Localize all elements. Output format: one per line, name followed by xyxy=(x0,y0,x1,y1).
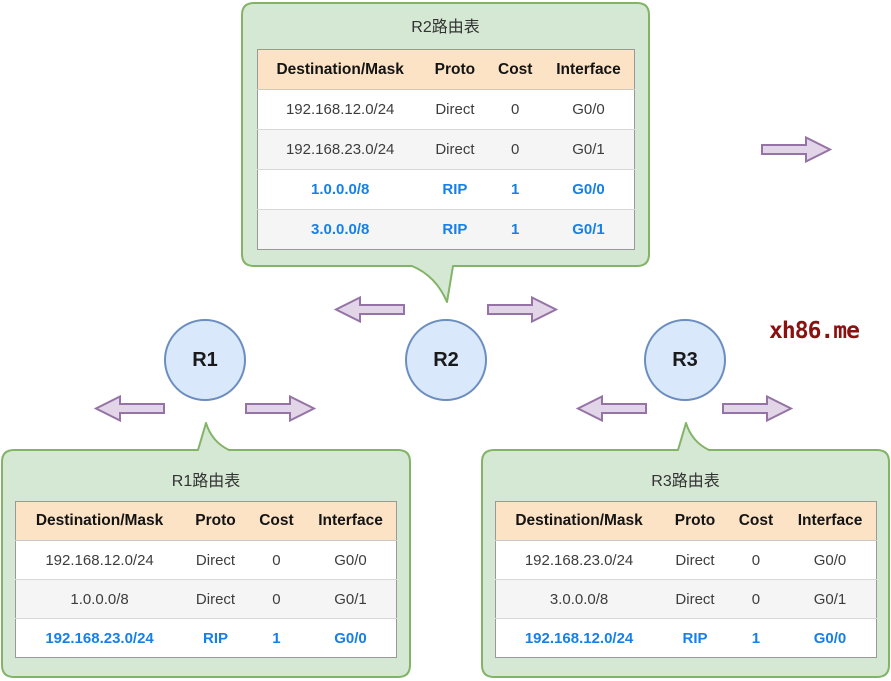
arrow-right-of-r3 xyxy=(722,395,793,422)
table-row: 192.168.23.0/24 Direct 0 G0/0 xyxy=(495,541,876,580)
table-row: 192.168.12.0/24 Direct 0 G0/0 xyxy=(257,90,634,130)
r1-table-title: R1路由表 xyxy=(171,473,241,490)
table-cell: 0 xyxy=(272,590,281,608)
table-cell: RIP xyxy=(203,629,229,647)
table-cell: 0 xyxy=(751,551,761,569)
right-arrow-shape xyxy=(761,136,832,163)
column-header-interface: Interface xyxy=(543,49,634,90)
table-cell: G0/1 xyxy=(572,221,605,238)
column-header-destination: Destination/Mask xyxy=(15,501,184,541)
table-cell: 0 xyxy=(751,590,761,608)
table-cell: 1 xyxy=(511,221,520,238)
table-row: 3.0.0.0/8 RIP 1 G0/1 xyxy=(257,209,634,250)
table-cell: 3.0.0.0/8 xyxy=(549,590,609,608)
table-cell: 0 xyxy=(272,551,281,569)
column-header-cost: Cost xyxy=(486,49,544,90)
table-cell: G0/0 xyxy=(572,181,605,198)
table-cell: Direct xyxy=(675,551,715,569)
table-cell: G0/0 xyxy=(813,551,847,569)
router-node-r2: R2 xyxy=(405,319,487,401)
table-cell: Direct xyxy=(435,141,475,158)
table-cell: Direct xyxy=(675,590,715,608)
arrow-top-right xyxy=(761,136,832,163)
table-header-row: Destination/Mask Proto Cost Interface xyxy=(15,501,397,541)
table-row: 1.0.0.0/8 Direct 0 G0/1 xyxy=(15,579,397,619)
left-arrow-shape xyxy=(334,296,405,323)
column-header-interface: Interface xyxy=(305,501,397,541)
arrow-right-of-r2 xyxy=(487,296,558,323)
table-cell: 192.168.12.0/24 xyxy=(524,629,634,647)
table-row: 192.168.23.0/24 Direct 0 G0/1 xyxy=(257,129,634,170)
table-cell: 192.168.23.0/24 xyxy=(45,629,154,647)
table-cell: 1 xyxy=(751,629,761,647)
table-cell: RIP xyxy=(682,629,708,647)
r3-callout: R3路由表 Destination/Mask Proto Cost Interf… xyxy=(480,420,891,681)
table-cell: 1.0.0.0/8 xyxy=(310,181,370,198)
r2-routing-table: Destination/Mask Proto Cost Interface 19… xyxy=(256,49,635,250)
arrow-left-of-r3 xyxy=(576,395,647,422)
left-arrow-shape xyxy=(94,395,165,422)
table-cell: 192.168.23.0/24 xyxy=(285,141,395,158)
table-row: 1.0.0.0/8 RIP 1 G0/0 xyxy=(257,169,634,210)
table-header-row: Destination/Mask Proto Cost Interface xyxy=(495,501,876,541)
table-cell: Direct xyxy=(435,101,475,118)
node-label: R3 xyxy=(672,348,698,371)
table-cell: G0/1 xyxy=(334,590,367,608)
r1-callout: R1路由表 Destination/Mask Proto Cost Interf… xyxy=(0,420,414,681)
table-row: 192.168.23.0/24 RIP 1 G0/0 xyxy=(15,618,397,658)
r1-routing-table: Destination/Mask Proto Cost Interface 19… xyxy=(15,501,397,658)
arrow-right-of-r1 xyxy=(245,395,316,422)
table-cell: Direct xyxy=(195,551,236,569)
watermark: xh86.me xyxy=(769,318,860,344)
table-cell: G0/0 xyxy=(334,551,367,569)
table-cell: RIP xyxy=(442,181,468,198)
router-node-r1: R1 xyxy=(164,319,246,401)
node-label: R1 xyxy=(192,348,218,371)
table-cell: 192.168.12.0/24 xyxy=(285,101,395,118)
table-row: 192.168.12.0/24 Direct 0 G0/0 xyxy=(16,541,397,580)
column-header-proto: Proto xyxy=(183,501,248,541)
table-cell: 0 xyxy=(511,101,520,118)
r2-table-title: R2路由表 xyxy=(411,19,480,36)
r3-table-title: R3路由表 xyxy=(651,473,720,490)
r3-routing-table: Destination/Mask Proto Cost Interface 19… xyxy=(494,501,877,658)
table-cell: G0/1 xyxy=(813,590,847,608)
table-cell: RIP xyxy=(442,221,468,238)
column-header-destination: Destination/Mask xyxy=(495,501,663,541)
table-header-row: Destination/Mask Proto Cost Interface xyxy=(257,49,634,90)
column-header-cost: Cost xyxy=(247,501,306,541)
router-node-r3: R3 xyxy=(644,319,726,401)
arrow-left-of-r2 xyxy=(334,296,405,323)
right-arrow-shape xyxy=(487,296,558,323)
table-cell: 3.0.0.0/8 xyxy=(310,221,370,238)
r2-callout: R2路由表 Destination/Mask Proto Cost Interf… xyxy=(240,1,652,305)
column-header-destination: Destination/Mask xyxy=(257,49,423,90)
arrow-left-of-r1 xyxy=(94,395,165,422)
table-cell: 192.168.12.0/24 xyxy=(45,551,154,569)
table-cell: 1.0.0.0/8 xyxy=(70,590,129,608)
table-cell: 1 xyxy=(511,181,520,198)
table-cell: G0/1 xyxy=(572,141,605,158)
table-cell: 0 xyxy=(511,141,520,158)
column-header-proto: Proto xyxy=(662,501,728,541)
column-header-interface: Interface xyxy=(784,501,876,541)
table-cell: G0/0 xyxy=(572,101,605,118)
node-label: R2 xyxy=(433,348,459,371)
table-row: 192.168.12.0/24 RIP 1 G0/0 xyxy=(495,618,876,658)
table-cell: G0/0 xyxy=(813,629,847,647)
table-cell: Direct xyxy=(195,590,236,608)
right-arrow-shape xyxy=(245,395,316,422)
table-cell: 1 xyxy=(272,629,281,647)
table-row: 3.0.0.0/8 Direct 0 G0/1 xyxy=(495,579,876,619)
table-cell: G0/0 xyxy=(334,629,367,647)
table-cell: 192.168.23.0/24 xyxy=(524,551,634,569)
left-arrow-shape xyxy=(576,395,647,422)
column-header-proto: Proto xyxy=(422,49,487,90)
right-arrow-shape xyxy=(722,395,793,422)
column-header-cost: Cost xyxy=(727,501,785,541)
